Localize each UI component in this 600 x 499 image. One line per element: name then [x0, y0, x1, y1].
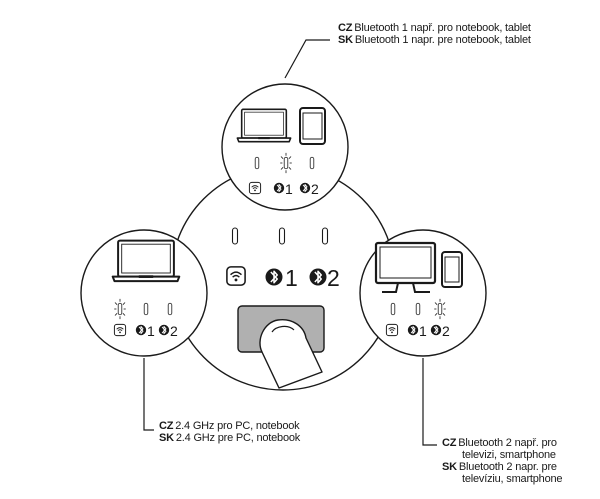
note-text: Bluetooth 2 např. pro [458, 437, 557, 449]
laptop-icon [111, 239, 181, 283]
channel-1-label: 1 [419, 323, 427, 339]
note-text: televizi, smartphone [462, 449, 556, 461]
tv-icon [374, 241, 437, 293]
note-text: televíziu, smartphone [462, 473, 563, 485]
finger-icon [259, 319, 323, 389]
led-wifi [231, 227, 239, 245]
lang-code: CZ [159, 420, 174, 432]
note-text: 2.4 GHz pro PC, notebook [175, 420, 300, 432]
led-icon [143, 302, 149, 316]
device-circle-bluetooth-2: 1 2 [359, 229, 487, 357]
note-text: 2.4 GHz pre PC, notebook [175, 432, 301, 444]
wifi-icon [248, 181, 262, 195]
channel-2-label: 2 [170, 323, 178, 339]
channel-1-label: 1 [147, 323, 155, 339]
laptop-icon [236, 108, 292, 143]
note-text: Bluetooth 1 napr. pre notebook, tablet [354, 34, 531, 46]
lang-code: SK [442, 461, 457, 473]
wifi-icon [385, 323, 399, 337]
bluetooth-channel-1-key[interactable]: 1 [265, 265, 298, 291]
tablet-icon [299, 107, 326, 145]
note-text: Bluetooth 2 napr. pre [458, 461, 557, 473]
led-icon [415, 302, 421, 316]
led-icon [309, 156, 315, 170]
note-row: televíziu, smartphone [442, 473, 563, 485]
lang-code: CZ [338, 22, 353, 34]
smartphone-icon [441, 251, 463, 288]
device-circle-bluetooth-1: 1 2 [221, 83, 349, 211]
lang-code: SK [338, 34, 353, 46]
channel-1-label: 1 [285, 265, 298, 291]
note-row: televizi, smartphone [442, 449, 562, 461]
leader-top [284, 39, 330, 79]
led-bt2 [321, 227, 329, 245]
lang-code: SK [159, 432, 174, 444]
lang-code: CZ [442, 437, 457, 449]
leader-left [143, 358, 154, 431]
led-icon [254, 156, 260, 170]
bluetooth-channel-2-key[interactable]: 2 [309, 265, 340, 291]
leader-lines [143, 39, 437, 446]
keyboard-controls: 1 2 [226, 227, 340, 389]
channel-2-label: 2 [327, 265, 340, 291]
channel-1-label: 1 [285, 181, 293, 197]
note-text: Bluetooth 1 např. pro notebook, tablet [354, 22, 531, 34]
leader-right [422, 358, 437, 446]
wifi-icon [226, 266, 246, 286]
led-icon [390, 302, 396, 316]
device-circle-2-4ghz: 1 2 [80, 229, 208, 357]
led-icon [167, 302, 173, 316]
channel-2-label: 2 [442, 323, 450, 339]
channel-2-label: 2 [311, 181, 319, 197]
wifi-icon [113, 323, 127, 337]
led-bt1 [278, 227, 286, 245]
